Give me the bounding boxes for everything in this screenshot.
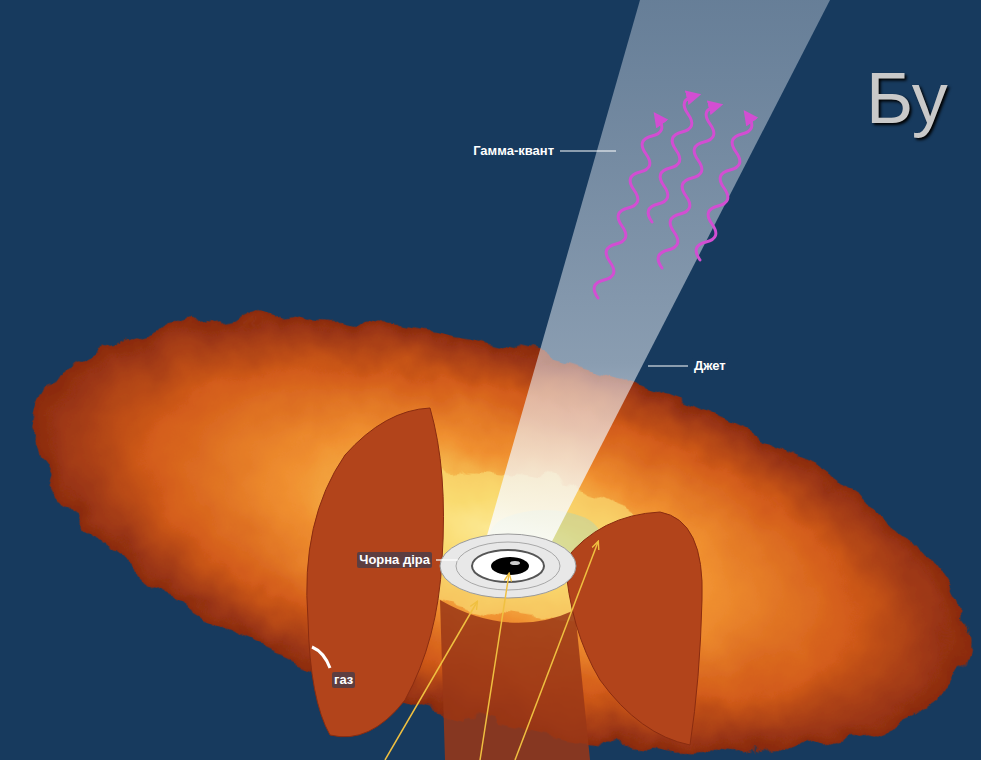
disk-body	[0, 233, 981, 760]
title: Бу	[866, 58, 948, 138]
left-cut-face	[307, 408, 444, 737]
part-label: Джет	[692, 358, 728, 374]
black-hole	[440, 534, 576, 598]
right-cut-face	[565, 512, 702, 745]
inflow-line	[480, 574, 509, 760]
leader-line	[436, 559, 458, 560]
leader-line	[560, 150, 616, 151]
part-label: газ	[332, 672, 355, 688]
part-label: Чорна діра	[357, 552, 432, 568]
gamma-quanta	[594, 96, 752, 298]
inflow-line	[385, 602, 477, 760]
gamma-wave	[648, 96, 694, 222]
jet-beam	[480, 0, 830, 560]
part-label: Гамма-квант	[471, 143, 556, 159]
gamma-wave	[658, 106, 716, 268]
inflow-line	[515, 542, 598, 760]
leader-line	[648, 365, 688, 366]
leader-lines	[312, 151, 688, 668]
gamma-wave	[696, 116, 752, 260]
leader-line	[312, 647, 330, 668]
accretion-disk	[0, 233, 981, 760]
inflow-lines	[385, 542, 598, 760]
